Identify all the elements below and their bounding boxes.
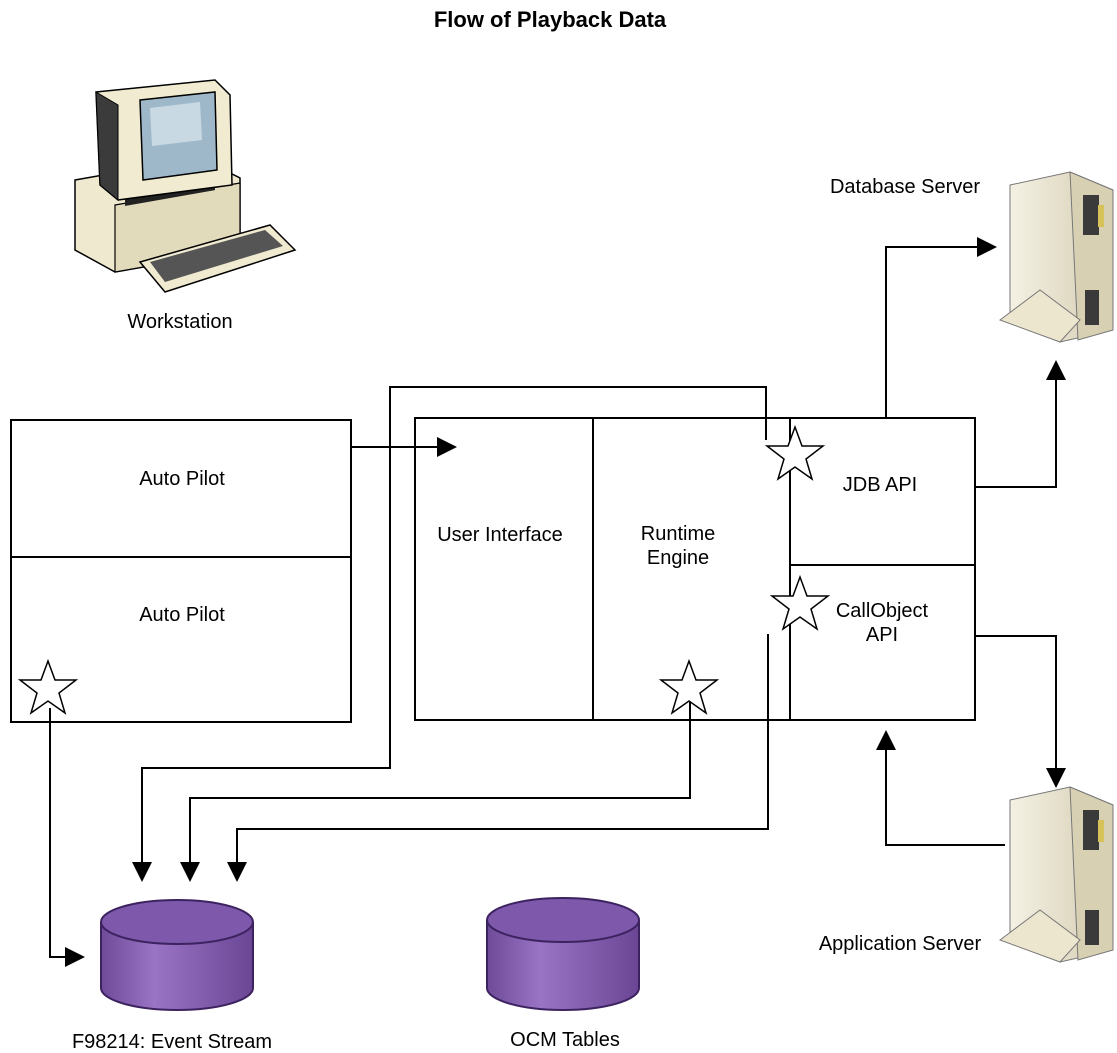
callobject-api-label-2: API [866, 624, 898, 646]
database-to-jdb-arrow [975, 360, 1066, 488]
database-server-label: Database Server [830, 176, 980, 198]
database-cylinder-icon [486, 897, 640, 1011]
ocm-tables-label: OCM Tables [510, 1029, 620, 1051]
auto-pilot-top-label: Auto Pilot [139, 468, 225, 490]
star-icon [17, 658, 79, 715]
jdb-api-label: JDB API [843, 474, 917, 496]
star-icon [658, 658, 720, 715]
desktop-computer-icon [74, 79, 297, 293]
server-tower-icon [998, 171, 1114, 343]
callobject-to-event-stream-arrow [227, 634, 769, 882]
jdb-to-event-stream-arrow [132, 386, 767, 882]
callobject-to-appserver-arrow [975, 635, 1066, 788]
star-icon [769, 574, 831, 631]
user-interface-label: User Interface [437, 524, 563, 546]
auto-pilot-bottom-label: Auto Pilot [139, 604, 225, 626]
jdb-to-database-arrow [885, 237, 997, 418]
application-box [414, 417, 976, 721]
runtime-engine-label-1: Runtime [641, 523, 715, 545]
application-server-label: Application Server [819, 933, 982, 955]
runtime-engine-label-2: Engine [647, 547, 709, 569]
database-cylinder-icon [100, 899, 254, 1011]
appserver-to-callobject-arrow [876, 730, 1005, 846]
autopilot-to-event-stream-arrow [49, 708, 85, 967]
runtime-to-event-stream-arrow [180, 700, 691, 882]
workstation-label: Workstation [127, 311, 232, 333]
auto-pilot-box [10, 419, 352, 723]
diagram-title: Flow of Playback Data [434, 7, 667, 32]
callobject-api-label-1: CallObject [836, 600, 929, 622]
event-stream-label: F98214: Event Stream [72, 1031, 272, 1053]
server-tower-icon [998, 786, 1114, 963]
star-icon [764, 424, 826, 481]
